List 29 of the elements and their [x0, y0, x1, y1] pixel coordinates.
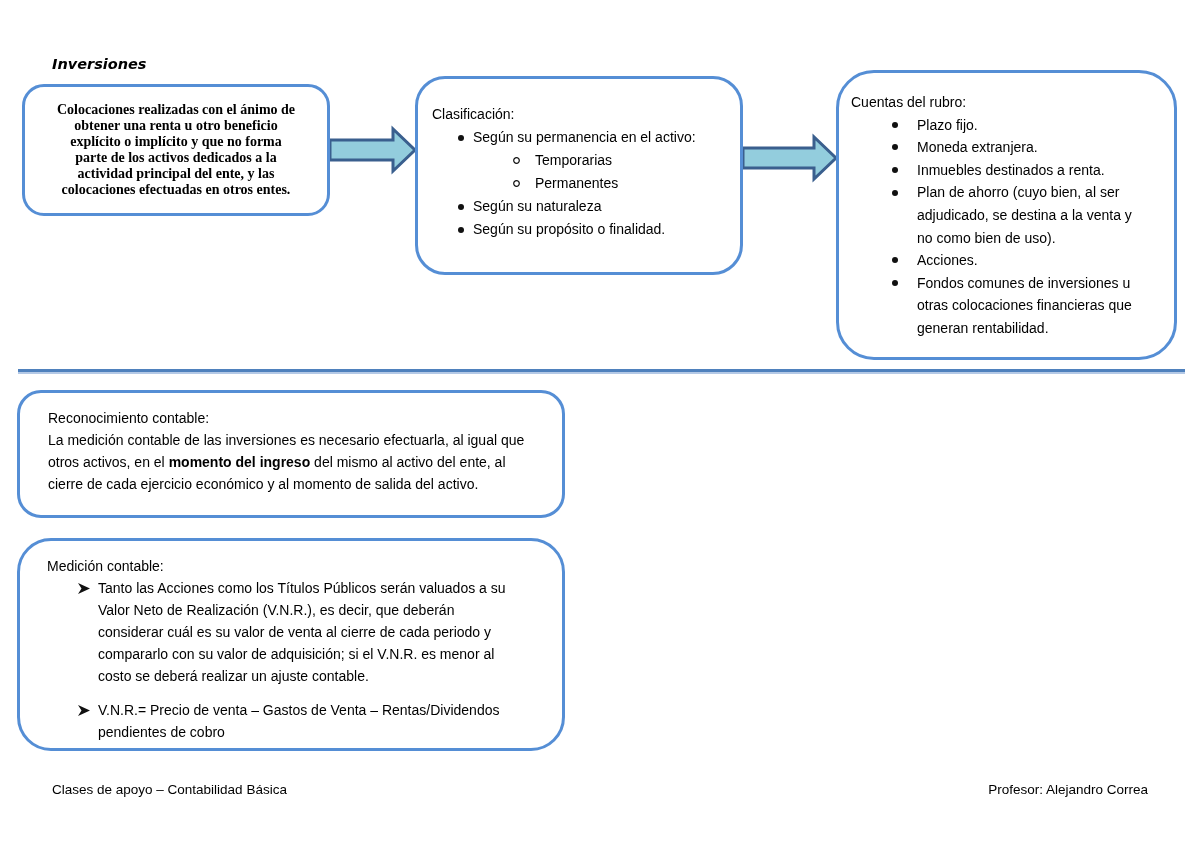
list-item-text: Según su naturaleza	[473, 197, 603, 216]
heading-text: Cuentas del rubro:	[851, 93, 968, 112]
rounded-box	[22, 84, 330, 216]
footer-text: Profesor: Alejandro Correa	[988, 782, 1148, 798]
list-item-text: V.N.R.= Precio de venta – Gastos de Venta – Rentas/Dividendos pendientes de cobro	[98, 701, 501, 742]
list-item-text: Inmuebles destinados a renta.	[917, 160, 1106, 180]
heading-text: Medición contable:	[47, 557, 165, 576]
list-item-text: Tanto las Acciones como los Títulos Públicos serán valuados a su Valor Neto de Realización (V.N.R.), es decir, que deberán considerar cuál es su valor de venta al cierre de cada periodo y compararlo con su valor de adquisición; si el V.N.R. es menor al costo se deberá realizar un ajuste contable.	[98, 579, 507, 686]
list-item-text: Plazo fijo.	[917, 115, 979, 135]
title: Inversiones	[52, 55, 147, 74]
block-arrow	[328, 125, 418, 175]
list-item-text: Fondos comunes de inversiones u otras colocaciones financieras que generan rentabilidad.	[917, 273, 1133, 338]
rounded-box	[836, 70, 1177, 360]
rounded-box	[415, 76, 743, 275]
footer-text: Clases de apoyo – Contabilidad Básica	[52, 782, 287, 798]
rounded-box	[17, 390, 565, 518]
list-item-text: Temporarias	[535, 151, 614, 170]
list-item-text: Permanentes	[535, 174, 620, 193]
heading-text: Clasificación:	[432, 105, 516, 124]
list-item-text: Acciones.	[917, 251, 979, 271]
paragraph-text: La medición contable de las inversiones es necesario efectuarla, al igual que otros activos, en el momento del ingreso del mismo al activo del ente, al cierre de cada ejercicio económico y al momento de salida del activo.	[48, 431, 526, 494]
block-arrow	[741, 133, 839, 183]
rounded-box	[17, 538, 565, 751]
list-item-text: Según su permanencia en el activo:	[473, 128, 697, 147]
list-item-text: Moneda extranjera.	[917, 138, 1039, 158]
list-item-text: Según su propósito o finalidad.	[473, 220, 667, 239]
description-text: Colocaciones realizadas con el ánimo de obtener una renta u otro beneficio explícito o implícito y que no forma parte de los activos dedicados a la actividad principal del ente, y las colocaciones efectuadas en otros entes.	[55, 102, 297, 198]
heading-text: Reconocimiento contable:	[48, 409, 211, 428]
list-item-text: Plan de ahorro (cuyo bien, al ser adjudicado, se destina a la venta y no como bien de uso).	[917, 183, 1133, 248]
